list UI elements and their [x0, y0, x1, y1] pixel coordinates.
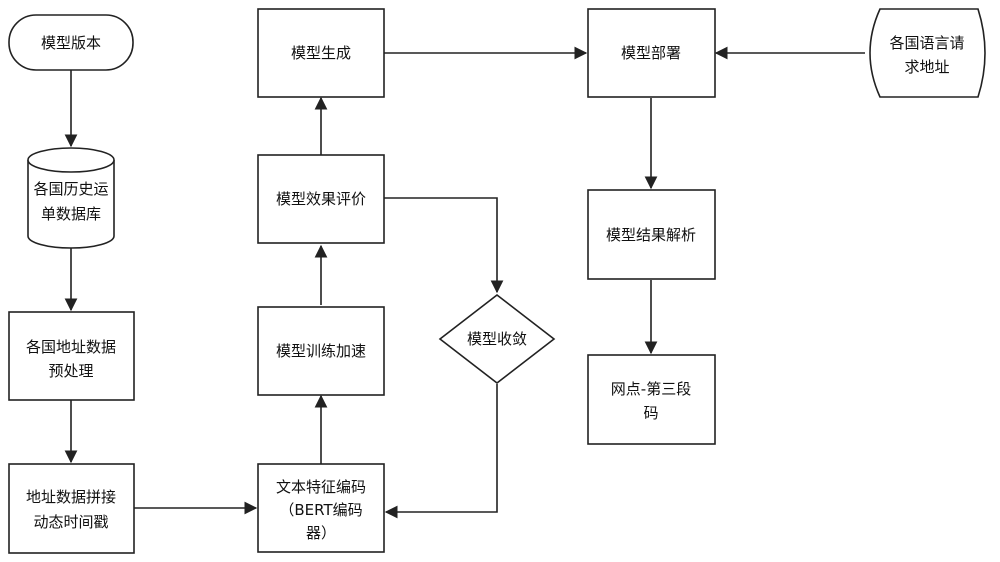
node-train-accel-label: 模型训练加速 [276, 342, 366, 360]
node-lang-request: 各国语言请 求地址 [870, 9, 985, 97]
node-history-db-line2: 单数据库 [41, 205, 101, 223]
node-history-db: 各国历史运 单数据库 [28, 148, 114, 248]
edge-converge-to-encode [386, 384, 497, 512]
node-output-line2: 码 [643, 404, 658, 422]
node-output-line1: 网点-第三段 [611, 380, 691, 398]
node-text-encode-line2: （BERT编码 [279, 501, 362, 519]
node-text-encode-line3: 器） [306, 524, 336, 542]
node-parse-label: 模型结果解析 [606, 226, 696, 244]
node-generate: 模型生成 [258, 9, 384, 97]
node-eval-label: 模型效果评价 [276, 190, 366, 208]
node-model-version-label: 模型版本 [41, 34, 101, 52]
node-preprocess-line1: 各国地址数据 [26, 338, 116, 356]
node-generate-label: 模型生成 [291, 44, 351, 62]
node-converge-label: 模型收敛 [467, 330, 527, 348]
node-parse: 模型结果解析 [588, 190, 715, 279]
edges [71, 53, 865, 512]
node-preprocess: 各国地址数据 预处理 [9, 312, 134, 400]
node-converge: 模型收敛 [440, 295, 554, 383]
node-train-accel: 模型训练加速 [258, 307, 384, 395]
node-text-encode-line1: 文本特征编码 [276, 478, 366, 496]
node-text-encode: 文本特征编码 （BERT编码 器） [258, 464, 384, 552]
node-deploy-label: 模型部署 [621, 44, 681, 62]
node-output: 网点-第三段 码 [588, 355, 715, 444]
node-preprocess-line2: 预处理 [48, 362, 93, 380]
node-lang-request-line2: 求地址 [904, 58, 949, 76]
node-deploy: 模型部署 [588, 9, 715, 97]
node-history-db-line1: 各国历史运 [33, 180, 108, 198]
node-concat-line1: 地址数据拼接 [26, 488, 116, 506]
node-eval: 模型效果评价 [258, 155, 384, 243]
node-lang-request-line1: 各国语言请 [889, 34, 964, 52]
node-concat-line2: 动态时间戳 [33, 513, 108, 531]
node-model-version: 模型版本 [9, 15, 133, 70]
edge-eval-to-converge [384, 198, 497, 292]
node-concat: 地址数据拼接 动态时间戳 [9, 464, 134, 553]
